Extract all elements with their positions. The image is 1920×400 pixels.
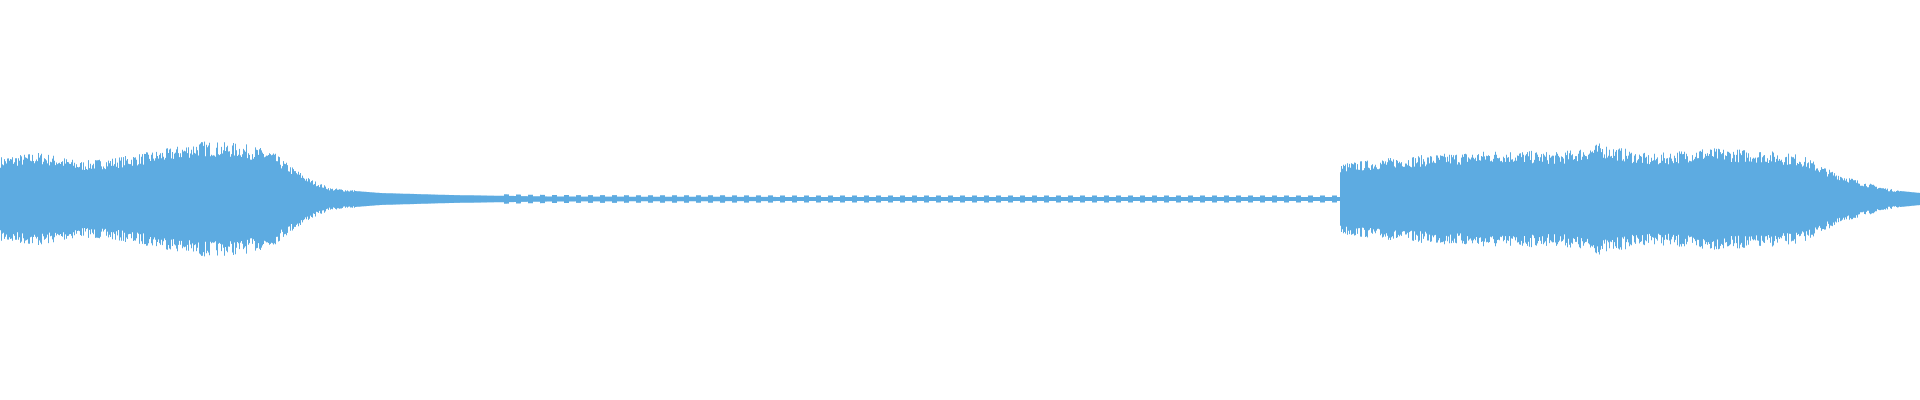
audio-waveform[interactable] — [0, 0, 1920, 400]
